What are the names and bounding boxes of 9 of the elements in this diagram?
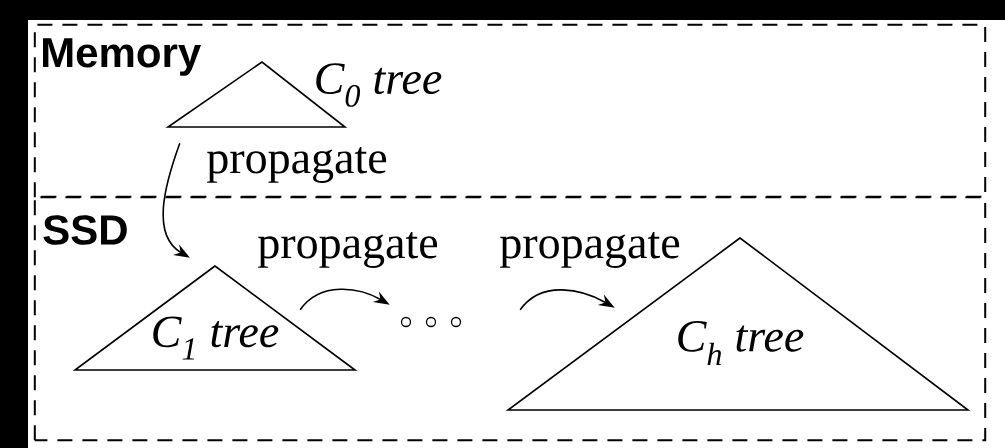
- tree-label: C$_{0}$ tree: [316, 63, 442, 107]
- ellipsis-dots: [400, 316, 462, 328]
- region-label: SSD: [43, 215, 127, 245]
- region-label: Memory: [43, 38, 201, 76]
- edge-label: propagate: [500, 232, 680, 268]
- tree-label: C$_{1}$ tree: [153, 316, 279, 360]
- edge-label: propagate: [258, 232, 438, 268]
- tree-label: C$_{h}$ tree: [678, 320, 804, 366]
- edge-label: propagate: [207, 147, 387, 183]
